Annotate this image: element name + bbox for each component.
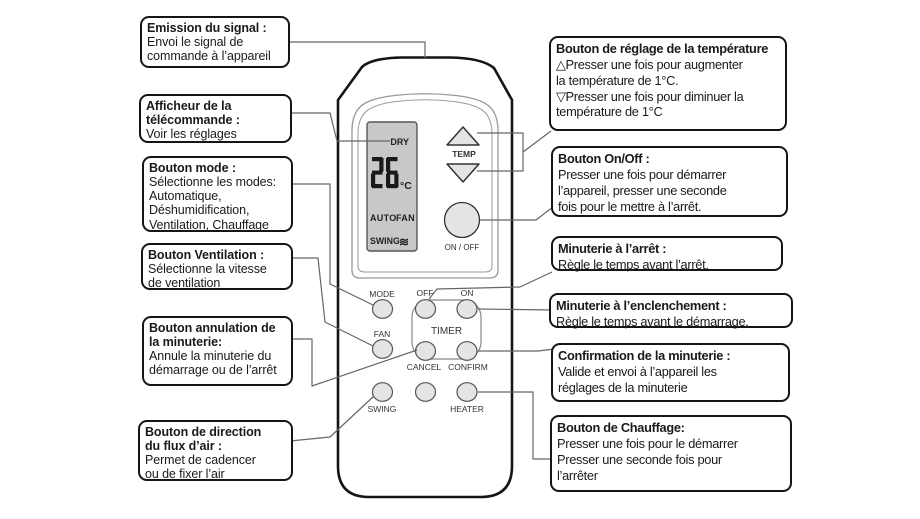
lcd-digit-segment — [387, 157, 398, 162]
connector-minuterie-arret — [428, 271, 553, 300]
timer-label: TIMER — [431, 326, 462, 337]
connector-mode — [290, 183, 374, 306]
swing-wave-icon: ≋ — [399, 235, 409, 249]
swing-label: SWING — [368, 404, 397, 414]
callout-body: Sélectionne la vitesse de ventilation — [148, 262, 267, 291]
lcd-digit-segment — [387, 170, 398, 175]
callout-heading: Bouton de réglage de la température — [556, 41, 769, 56]
callout-afficheur: Afficheur de la télécommande : Voir les … — [139, 94, 292, 143]
lcd-unit: °C — [400, 180, 412, 192]
callout-body: Permet de cadencer ou de fixer l’air — [145, 453, 256, 482]
connector-onoff — [480, 206, 554, 221]
remote-bezel-outer — [351, 93, 499, 279]
cancel-label: CANCEL — [407, 362, 442, 372]
lcd-auto-indicator: AUTO — [370, 213, 397, 223]
mode-button[interactable] — [371, 299, 394, 319]
callout-body: Envoi le signal de commande à l’appareil — [147, 35, 271, 64]
callout-heading: Bouton de direction du flux d’air : — [145, 425, 262, 454]
remote-bezel-inner — [357, 99, 493, 273]
callout-minuterie-enclenchement: Minuterie à l’enclenchement : Règle le t… — [549, 293, 793, 329]
callout-body: Sélectionne les modes: Automatique, Désh… — [149, 175, 277, 232]
timer-cluster-outline — [411, 299, 482, 360]
callout-reglage-temperature: Bouton de réglage de la température △Pre… — [549, 36, 787, 131]
fan-button[interactable] — [371, 339, 394, 359]
temp-up-button[interactable] — [446, 126, 480, 146]
callout-body: Annule la minuterie du démarrage ou de l… — [149, 349, 277, 378]
lcd-digit-segment — [379, 158, 384, 172]
lcd-swing-indicator: SWING — [370, 236, 400, 246]
callout-heading: Bouton annulation de la minuterie: — [149, 321, 276, 350]
connector-emission — [287, 41, 426, 58]
connector-flux — [289, 395, 375, 442]
timer-confirm-button[interactable] — [456, 341, 478, 361]
fan-label: FAN — [374, 329, 391, 339]
mode-label: MODE — [369, 289, 395, 299]
callout-bouton-ventilation: Bouton Ventilation : Sélectionne la vite… — [141, 243, 293, 290]
callout-heading: Minuterie à l’enclenchement : — [556, 298, 727, 313]
connector-temp-box — [522, 130, 552, 153]
callout-direction-flux-air: Bouton de direction du flux d’air : Perm… — [138, 420, 293, 481]
timer-off-label: OFF — [417, 288, 434, 298]
confirm-label: CONFIRM — [448, 362, 488, 372]
callout-heading: Afficheur de la télécommande : — [146, 99, 240, 128]
connector-minuterie-enclenchement — [477, 308, 553, 311]
lcd-digit-segment — [386, 173, 391, 188]
callout-body: Presser une fois pour le démarrer Presse… — [557, 435, 738, 483]
callout-body: Règle le temps avant le démarrage. — [556, 313, 749, 329]
lcd-fan-indicator: FAN — [396, 213, 415, 223]
timer-off-button[interactable] — [414, 299, 437, 319]
lcd-digit-segment — [371, 173, 376, 188]
temp-down-button[interactable] — [446, 163, 480, 183]
callout-heading: Bouton On/Off : — [558, 151, 650, 166]
callout-body: Règle le temps avant l’arrêt. — [558, 256, 709, 272]
lcd-digit-segment — [387, 184, 398, 189]
timer-on-button[interactable] — [456, 299, 478, 319]
lcd-temperature-digits — [371, 157, 399, 189]
connector-ventilation — [290, 257, 374, 347]
callout-bouton-onoff: Bouton On/Off : Presser une fois pour dé… — [551, 146, 788, 217]
callout-bouton-chauffage: Bouton de Chauffage: Presser une fois po… — [550, 415, 792, 492]
callout-bouton-mode: Bouton mode : Sélectionne les modes: Aut… — [142, 156, 293, 232]
lcd-digit-segment — [372, 170, 383, 175]
onoff-label: ON / OFF — [445, 243, 480, 252]
callout-heading: Bouton Ventilation : — [148, 248, 265, 262]
callout-body: Presser une fois pour démarrer l’apparei… — [558, 166, 727, 214]
heater-label: HEATER — [450, 404, 484, 414]
lcd-digit-segment — [372, 157, 383, 162]
connector-confirmation — [478, 348, 555, 352]
callout-heading: Bouton mode : — [149, 161, 236, 175]
callout-body: Voir les réglages — [146, 127, 237, 142]
callout-heading: Emission du signal : — [147, 21, 267, 35]
callout-heading: Confirmation de la minuterie : — [558, 348, 731, 363]
remote-body — [336, 56, 514, 499]
swing-button[interactable] — [371, 382, 394, 402]
lcd-mode-indicator: DRY — [390, 137, 409, 147]
middle-button[interactable] — [414, 382, 437, 402]
temp-label: TEMP — [452, 149, 476, 159]
connector-annulation — [290, 338, 418, 387]
lcd-digit-segment — [372, 184, 383, 189]
callout-body: △Presser une fois pour augmenter la temp… — [556, 56, 744, 120]
callout-confirmation-minuterie: Confirmation de la minuterie : Valide et… — [551, 343, 790, 402]
callout-heading: Bouton de Chauffage: — [557, 420, 685, 435]
onoff-button[interactable] — [443, 201, 481, 239]
timer-cancel-button[interactable] — [414, 341, 437, 361]
callout-emission-signal: Emission du signal : Envoi le signal de … — [140, 16, 290, 68]
callout-heading: Minuterie à l’arrêt : — [558, 241, 667, 256]
callout-minuterie-arret: Minuterie à l’arrêt : Règle le temps ava… — [551, 236, 783, 272]
connector-afficheur — [289, 112, 390, 142]
callout-body: Valide et envoi à l’appareil les réglage… — [558, 363, 717, 395]
callout-annulation-minuterie: Bouton annulation de la minuterie: Annul… — [142, 316, 293, 386]
heater-button[interactable] — [456, 382, 478, 402]
lcd-digit-segment — [386, 158, 391, 172]
connector-chauffage — [478, 391, 551, 460]
lcd-digit-segment — [394, 173, 399, 188]
timer-on-label: ON — [461, 288, 474, 298]
